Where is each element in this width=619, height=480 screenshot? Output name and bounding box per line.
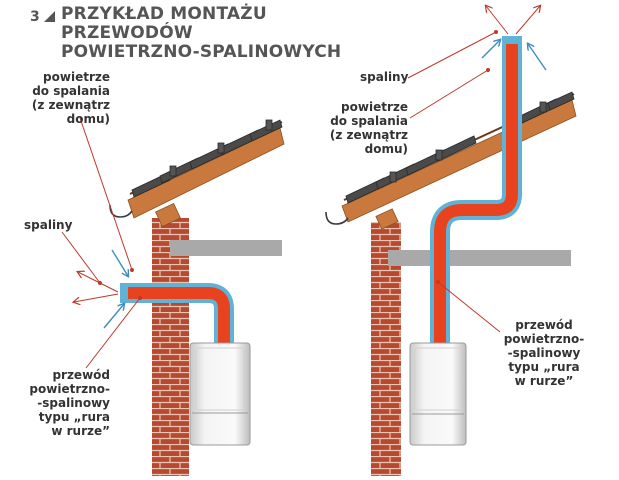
left-duct-terminal — [120, 283, 128, 303]
right-roof-tiles — [345, 91, 575, 204]
left-rafter-end — [155, 202, 181, 228]
left-exhaust-label: spaliny — [24, 218, 73, 232]
right-duct-label-line: typu „rura — [508, 360, 580, 374]
right-duct-outer — [430, 44, 522, 352]
right-air-arrow-2 — [528, 44, 547, 71]
right-ceiling-slab — [388, 250, 571, 266]
left-duct-label-line: powietrzno- — [29, 382, 110, 396]
left-exhaust-arrow-2 — [74, 293, 119, 302]
right-exhaust-arrow-2 — [515, 6, 540, 35]
right-air-label: powietrze do spalania (z zewnątrz domu) — [318, 100, 408, 156]
left-roof-rafter — [127, 127, 285, 219]
right-duct-label-line: w rurze” — [514, 374, 574, 388]
right-duct-label-line: -spalinowy — [507, 346, 581, 360]
right-air-label-line: domu) — [364, 142, 408, 156]
left-air-label-line: powietrze — [43, 70, 110, 84]
right-air-arrow-1 — [481, 40, 500, 59]
left-air-pointer — [79, 117, 133, 271]
right-air-dot — [486, 68, 490, 72]
left-air-arrow-bottom — [103, 304, 124, 329]
right-duct-pointer — [437, 281, 501, 333]
right-duct-label-line: przewód — [515, 318, 573, 332]
right-exhaust-label: spaliny — [360, 70, 409, 84]
left-air-dot — [130, 268, 134, 272]
right-exhaust-pointer — [407, 31, 497, 79]
left-gutter — [109, 204, 133, 218]
figure-marker-icon — [44, 11, 55, 22]
right-duct-label: przewód powietrzno- -spalinowy typu „rur… — [494, 318, 594, 388]
left-exhaust-arrow-1 — [78, 272, 119, 293]
right-air-pointer — [409, 69, 489, 119]
figure-title-line-1: PRZYKŁAD MONTAŻU PRZEWODÓW — [61, 4, 267, 43]
left-ceiling-slab — [170, 240, 282, 256]
left-duct-label-line: przewód — [52, 368, 110, 382]
left-brick-wall — [152, 218, 189, 476]
figure-number: 3 — [30, 9, 40, 25]
left-duct-inner — [122, 287, 230, 346]
left-duct-label: przewód powietrzno- -spalinowy typu „rur… — [14, 368, 110, 438]
left-air-label-line: (z zewnątrz — [31, 98, 110, 112]
left-roof-tiles — [131, 119, 283, 198]
left-exhaust-pointer — [61, 231, 101, 284]
right-duct-label-line: powietrzno- — [503, 332, 585, 346]
right-diagram — [325, 6, 577, 476]
left-duct-pointer — [85, 297, 141, 369]
right-exhaust-dot — [494, 30, 498, 34]
left-duct-dot — [138, 296, 142, 300]
figure-title: PRZYKŁAD MONTAŻU PRZEWODÓW POWIETRZNO-SP… — [61, 5, 391, 62]
right-air-label-line: (z zewnątrz — [329, 128, 408, 142]
left-duct-label-line: typu „rura — [38, 410, 110, 424]
left-boiler — [189, 342, 251, 446]
right-boiler — [409, 342, 467, 446]
left-air-arrow — [111, 249, 128, 276]
right-duct-dot — [436, 280, 440, 284]
left-duct-label-line: w rurze” — [51, 424, 110, 438]
right-gutter — [325, 211, 349, 225]
left-air-label-line: domu) — [66, 112, 110, 126]
right-rafter-end — [375, 208, 399, 230]
right-air-label-line: powietrze — [341, 100, 408, 114]
right-exhaust-arrow-1 — [486, 6, 509, 35]
right-duct-terminal — [502, 36, 522, 44]
left-duct-label-line: -spalinowy — [37, 396, 110, 410]
left-diagram — [61, 117, 285, 476]
right-air-label-line: do spalania — [330, 114, 408, 128]
right-duct-inner — [434, 40, 518, 352]
figure-title-line-2: POWIETRZNO-SPALINOWYCH — [61, 42, 342, 62]
left-air-label-line: do spalania — [32, 84, 110, 98]
left-air-label: powietrze do spalania (z zewnątrz domu) — [20, 70, 110, 126]
